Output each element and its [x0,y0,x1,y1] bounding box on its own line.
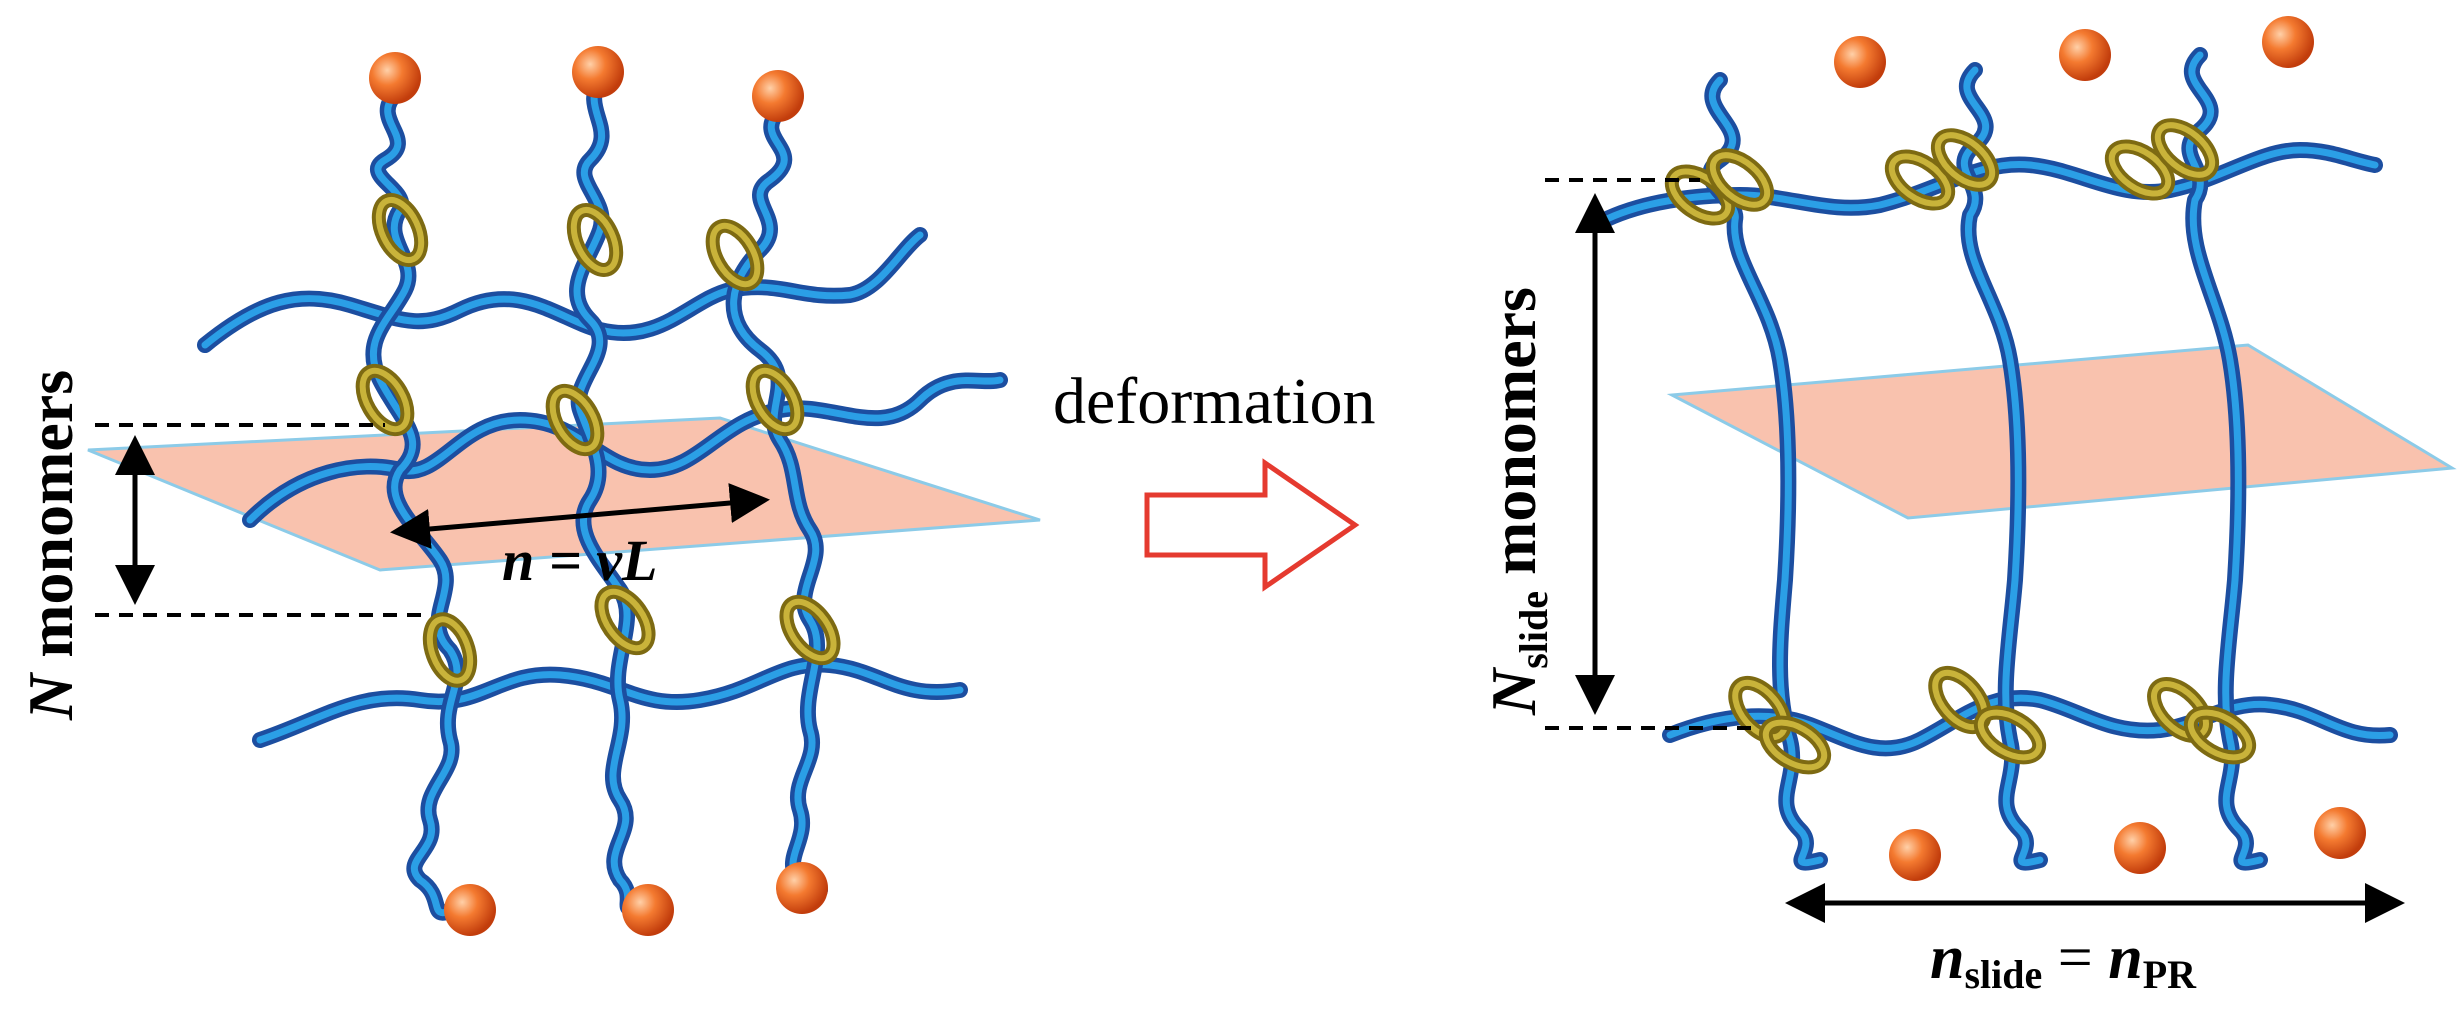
left-vertical-label-var: N [15,671,86,721]
right-ring-8 [1758,715,1832,775]
right-vertical-label: Nslide monomers [1478,287,1556,716]
left-bead-bottom-2 [622,884,674,936]
left-ring-6 [745,363,805,437]
left-ring-8 [594,584,656,656]
right-ring-group [1664,118,2257,775]
left-ring-1 [371,193,429,267]
left-bead-top-3 [752,70,804,122]
left-ring-9 [779,594,841,666]
left-vertical-label-word: monomers [15,370,86,674]
left-ring-4 [355,363,415,437]
right-horizontal-label-lhs: n [1930,924,1964,992]
right-ring-10 [1973,705,2047,765]
right-vertical-label-word: monomers [1478,287,1549,591]
left-bead-bottom-3 [776,862,828,914]
right-bead-top-3 [2262,16,2314,68]
right-ring-12 [2183,705,2257,765]
right-horizontal-label-rhs: n [2108,924,2142,992]
right-horizontal-label-lhs-sub: slide [1964,952,2042,997]
right-ring-11 [2147,677,2213,743]
right-end-beads [1834,16,2366,881]
left-panel: n = vL N monomers [15,46,1041,936]
left-vertical-label: N monomers [15,370,86,721]
right-bead-bottom-2 [2114,822,2166,874]
left-ring-7 [422,612,478,688]
right-bead-top-2 [2059,29,2111,81]
left-bead-top-1 [369,52,421,104]
right-ring-3 [1884,149,1956,211]
right-bead-top-1 [1834,36,1886,88]
right-panel: Nslide monomers nslide = nPR [1478,16,2457,997]
left-horizontal-chain-upper [197,227,928,353]
right-horizontal-label-eq: = [2042,924,2108,992]
right-ring-5 [2104,139,2176,201]
left-bead-top-2 [572,46,624,98]
right-vertical-label-var: N [1478,666,1549,716]
left-ring-group [355,193,841,688]
deformation-arrow [1144,458,1360,592]
right-ring-4 [1930,128,2000,192]
right-ring-6 [2150,118,2220,182]
left-horizontal-label: n = vL [502,528,657,593]
left-ring-2 [566,203,624,277]
left-horizontal-chain-lower [252,656,968,748]
right-bead-bottom-1 [1889,829,1941,881]
left-bead-bottom-1 [444,884,496,936]
right-bead-bottom-3 [2314,807,2366,859]
left-ring-5 [545,383,605,457]
right-ring-7 [1728,675,1792,745]
right-cross-section-plane [1666,343,2457,520]
left-vertical-chain-3 [725,102,828,909]
right-ring-2 [1705,148,1775,212]
deformation-label: deformation [1053,365,1376,438]
right-vertical-measure [1545,178,1760,730]
left-horizontal-measure [390,483,770,549]
right-horizontal-label: nslide = nPR [1930,924,2197,997]
right-vertical-label-sub: slide [1511,591,1556,669]
left-vertical-measure [95,423,430,617]
right-vertical-chain-2 [1956,62,2048,871]
transition: deformation [1053,365,1376,592]
left-ring-3 [705,218,765,292]
left-end-beads [369,46,828,936]
right-horizontal-label-rhs-sub: PR [2143,952,2197,997]
